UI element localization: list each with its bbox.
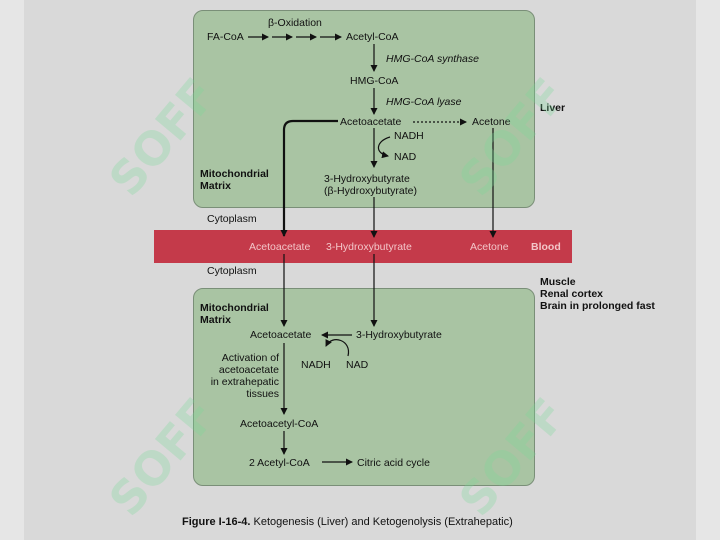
arrow-acetoacetate-blood [280, 119, 338, 237]
extrahepatic-mitochondria-box [193, 288, 535, 486]
liver-mito-label-1: Mitochondrial [200, 168, 269, 180]
blood-acetone-label: Acetone [470, 241, 509, 253]
liver-hydroxybutyrate-label: 3-Hydroxybutyrate [324, 173, 410, 185]
slide-margin-left [0, 0, 24, 540]
blood-acetoacetate-label: Acetoacetate [249, 241, 311, 253]
activation-label-3: in extrahepatic [210, 376, 279, 388]
extra-nad-label: NAD [346, 359, 369, 371]
cytoplasm-bottom-label: Cytoplasm [207, 265, 257, 277]
extra-acetoacetate-label: Acetoacetate [250, 329, 312, 341]
acetyl-coa-label: Acetyl-CoA [346, 31, 399, 43]
liver-organ-label: Liver [540, 102, 566, 114]
figure-caption-label: Figure I-16-4. [182, 516, 251, 528]
activation-label-1: Activation of [221, 352, 279, 364]
beta-oxidation-label: β-Oxidation [268, 17, 322, 29]
liver-nad-label: NAD [394, 151, 417, 163]
figure-caption: Figure I-16-4. Ketogenesis (Liver) and K… [182, 516, 513, 529]
fa-coa-label: FA-CoA [207, 31, 244, 43]
blood-label: Blood [531, 241, 561, 253]
activation-label-4: tissues [246, 388, 279, 400]
blood-hydroxybutyrate-label: 3-Hydroxybutyrate [326, 241, 412, 253]
two-acetyl-coa-label: 2 Acetyl-CoA [249, 457, 310, 469]
arrow-nadh-nad [377, 136, 391, 159]
extra-mito-label-1: Mitochondrial [200, 302, 269, 314]
tissue-brain-label: Brain in prolonged fast [540, 300, 655, 312]
tissue-renal-cortex-label: Renal cortex [540, 288, 604, 300]
figure-caption-text: Ketogenesis (Liver) and Ketogenolysis (E… [250, 516, 513, 528]
extra-mito-label-2: Matrix [200, 314, 231, 326]
activation-label-2: acetoacetate [218, 364, 279, 376]
liver-acetoacetate-label: Acetoacetate [340, 116, 402, 128]
blood-band [154, 230, 572, 263]
liver-acetone-label: Acetone [472, 116, 511, 128]
extra-hydroxybutyrate-label: 3-Hydroxybutyrate [356, 329, 442, 341]
hmg-coa-synthase-label: HMG-CoA synthase [386, 53, 479, 65]
citric-acid-cycle-label: Citric acid cycle [357, 457, 430, 469]
liver-mito-label-2: Matrix [200, 180, 231, 192]
hmg-coa-lyase-label: HMG-CoA lyase [386, 96, 462, 108]
hmg-coa-label: HMG-CoA [350, 75, 399, 87]
arrow-nad-nadh [325, 339, 350, 357]
acetoacetyl-coa-label: Acetoacetyl-CoA [240, 418, 319, 430]
slide-margin-right [696, 0, 720, 540]
liver-beta-hydroxybutyrate-label: (β-Hydroxybutyrate) [324, 185, 417, 197]
liver-nadh-label: NADH [394, 130, 424, 142]
liver-mitochondria-box [193, 10, 535, 208]
tissue-muscle-label: Muscle [540, 276, 576, 288]
extra-nadh-label: NADH [301, 359, 331, 371]
cytoplasm-top-label: Cytoplasm [207, 213, 257, 225]
